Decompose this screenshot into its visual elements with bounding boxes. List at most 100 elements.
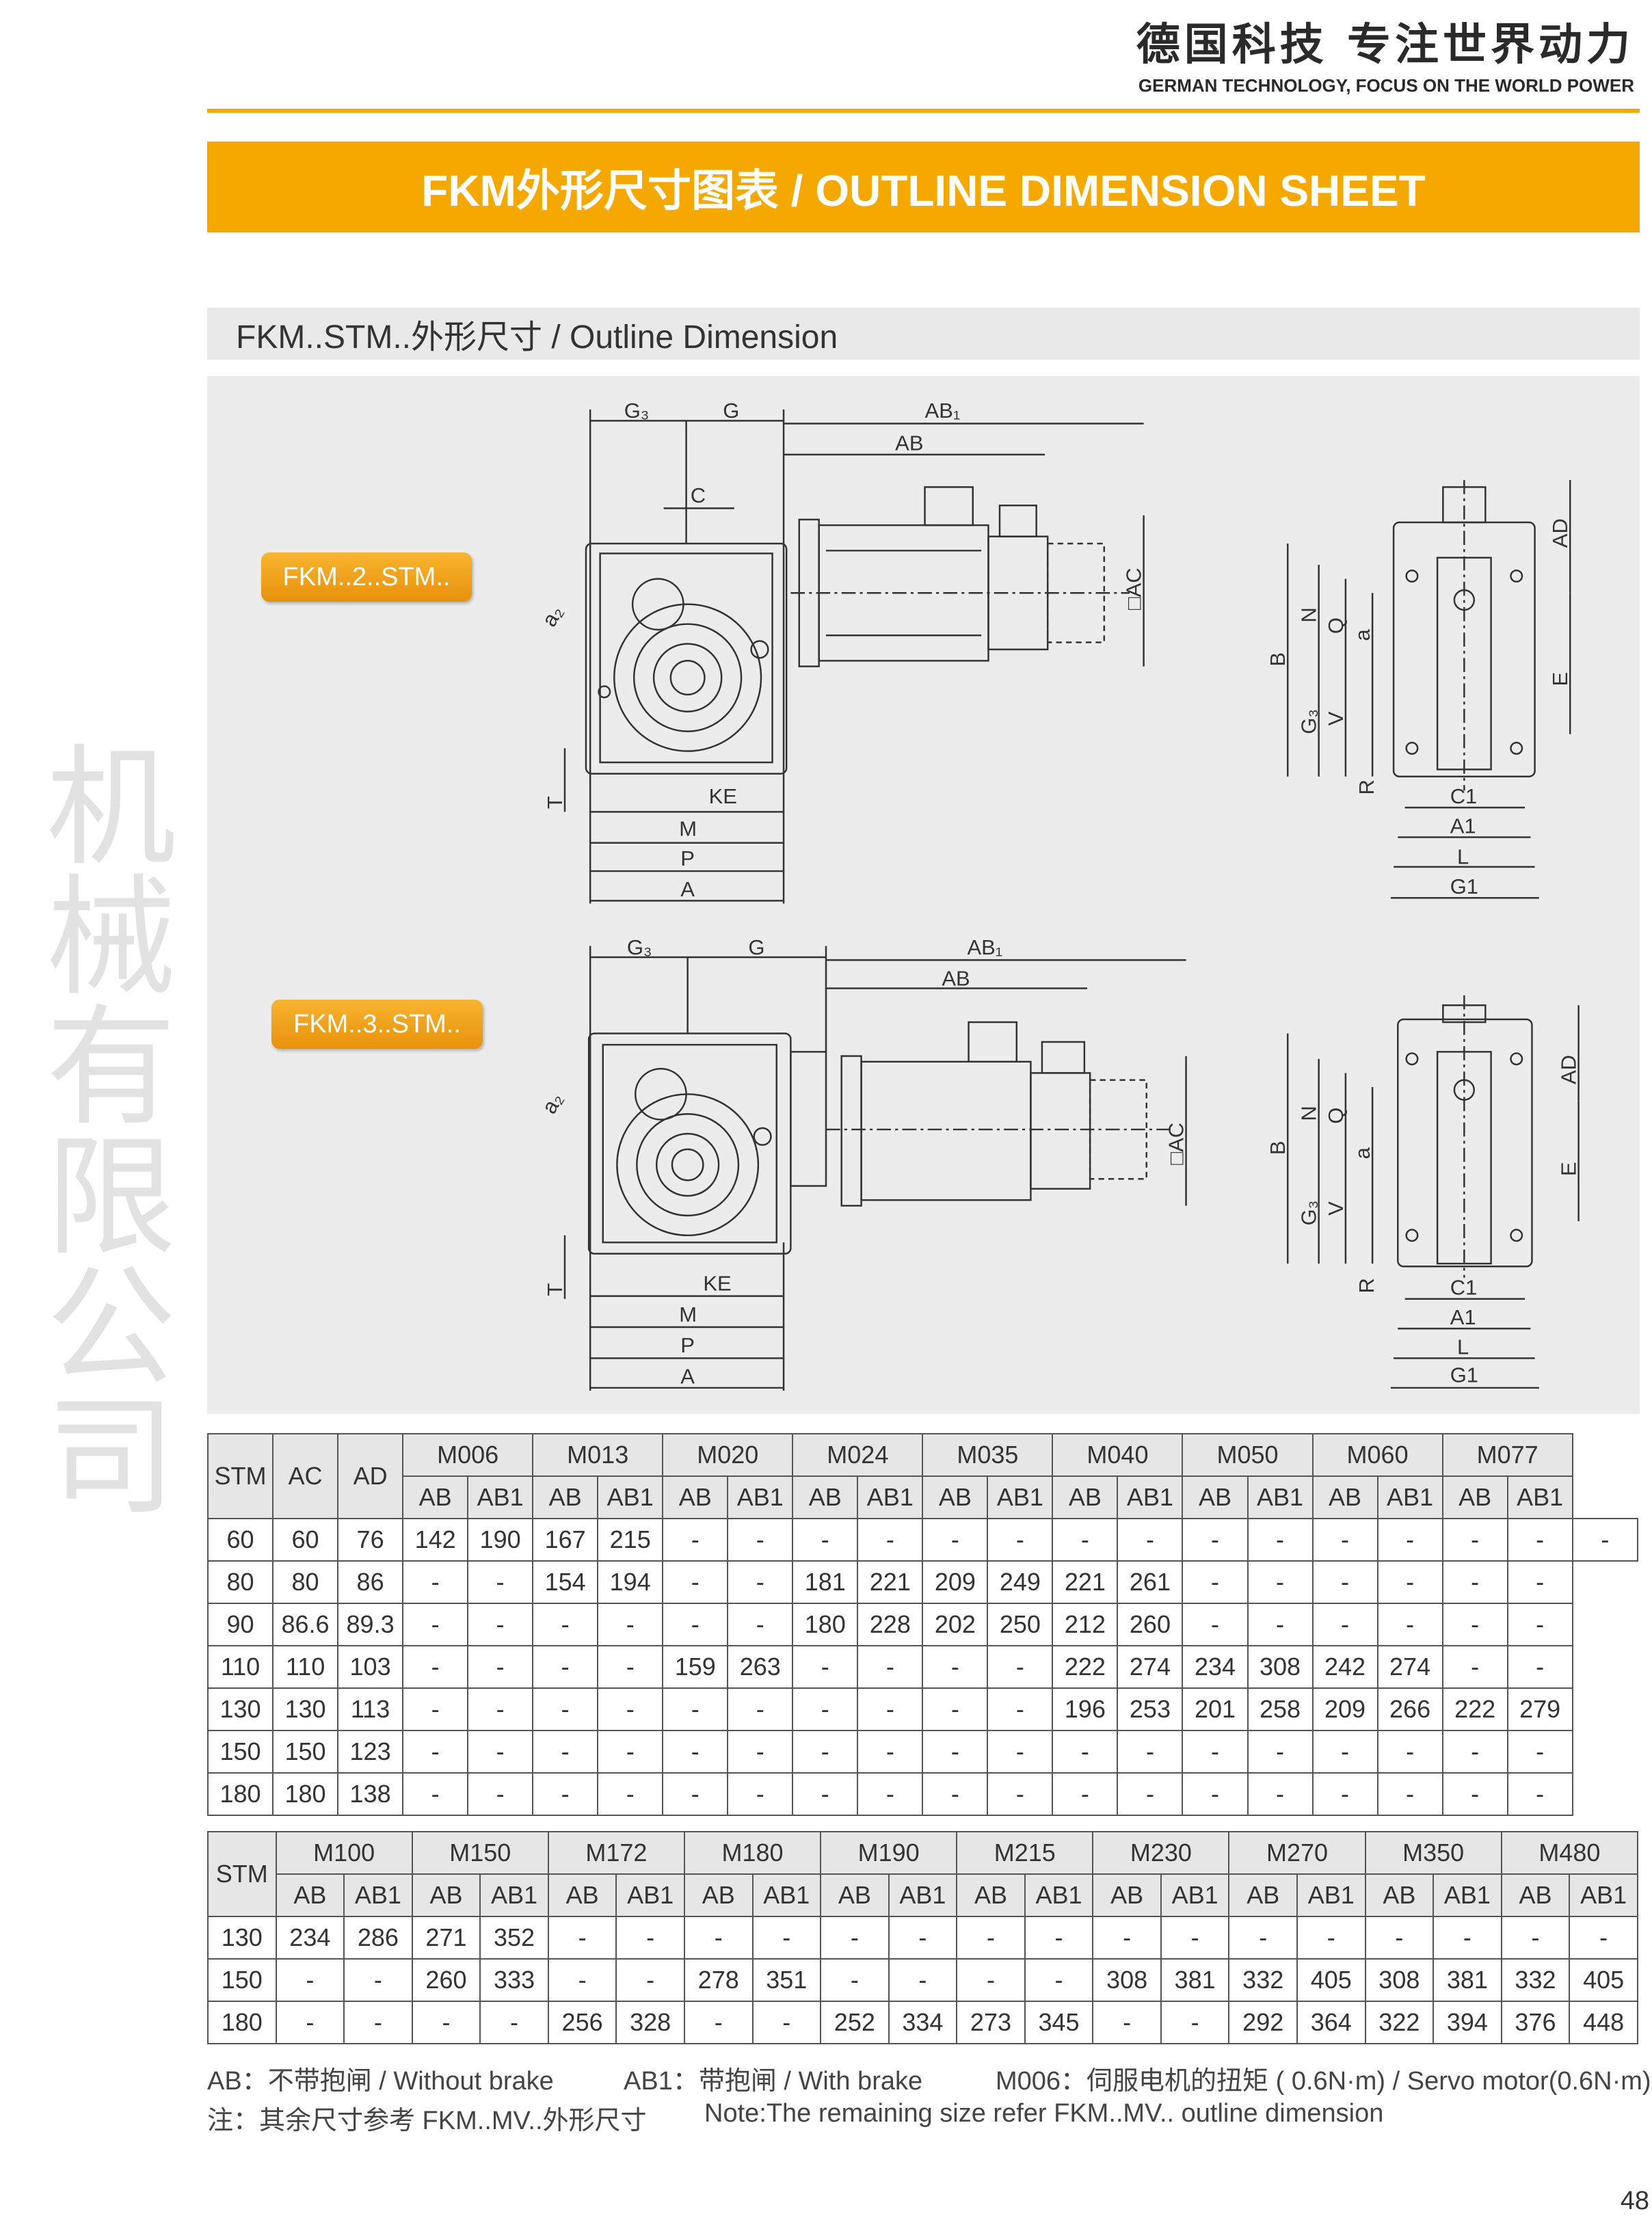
model-tag-fkm2: FKM..2..STM.. <box>261 552 472 602</box>
table-cell: - <box>1376 1603 1443 1646</box>
table-cell: - <box>1182 1560 1249 1604</box>
table-cell: 308 <box>1364 1958 1435 2002</box>
sub-header: AB1 <box>857 1475 924 1519</box>
table-cell: - <box>662 1560 729 1604</box>
column-header: STM <box>207 1831 277 1917</box>
column-header: AC <box>272 1433 339 1519</box>
table-cell: 150 <box>207 1958 277 2002</box>
table-cell: - <box>411 2001 481 2044</box>
table-cell: - <box>820 1958 890 2002</box>
table-cell: - <box>820 1916 890 1960</box>
table-cell: - <box>402 1603 469 1646</box>
sub-header: AB1 <box>343 1873 413 1917</box>
table-cell: 271 <box>411 1916 481 1960</box>
table-cell: 154 <box>532 1560 599 1604</box>
table-cell: - <box>727 1730 794 1774</box>
table-cell: 194 <box>597 1560 664 1604</box>
motor-group-header: M040 <box>1052 1433 1184 1477</box>
table-cell: - <box>1441 1603 1508 1646</box>
table-cell: - <box>1569 1916 1638 1960</box>
table-cell: 167 <box>532 1518 599 1562</box>
table-cell: 150 <box>272 1730 339 1774</box>
table-cell: - <box>1506 1518 1573 1562</box>
table-cell: - <box>1024 1958 1094 2002</box>
table-cell: 333 <box>479 1958 549 2002</box>
table-cell: - <box>1311 1730 1378 1774</box>
table-cell: 261 <box>1117 1560 1184 1604</box>
note-chinese: 注：其余尺寸参考 FKM..MV..外形尺寸 <box>207 2107 647 2135</box>
table-cell: 286 <box>343 1916 413 1960</box>
table-cell: - <box>727 1560 794 1604</box>
table-cell: 352 <box>479 1916 549 1960</box>
sub-header: AB1 <box>1160 1873 1230 1917</box>
table-cell: - <box>343 1958 413 2002</box>
table-cell: 228 <box>857 1603 924 1646</box>
page-title: FKM外形尺寸图表 / OUTLINE DIMENSION SHEET <box>207 142 1640 232</box>
table-cell: 130 <box>207 1916 277 1960</box>
table-cell: 260 <box>411 1958 481 2002</box>
page-number: 48 <box>1620 2187 1649 2215</box>
table-cell: 180 <box>272 1772 339 1816</box>
table-cell: - <box>1052 1518 1119 1562</box>
table-cell: - <box>1052 1772 1119 1816</box>
table-cell: - <box>532 1772 599 1816</box>
table-cell: - <box>792 1687 859 1731</box>
sub-header: AB1 <box>751 1873 822 1917</box>
table-cell: 273 <box>956 2001 1026 2044</box>
table-cell: - <box>922 1645 989 1689</box>
table-cell: 130 <box>272 1687 339 1731</box>
header-divider <box>207 109 1640 113</box>
table-cell: 209 <box>922 1560 989 1604</box>
table-cell: - <box>275 1958 345 2002</box>
motor-group-header: M020 <box>662 1433 794 1477</box>
note-m006: M006：伺服电机的扭矩 ( 0.6N·m) / Servo motor(0.6… <box>996 2067 1651 2096</box>
sub-header: AB1 <box>1376 1475 1443 1519</box>
table-cell: - <box>1311 1772 1378 1816</box>
table-cell: - <box>1441 1645 1508 1689</box>
sub-header: AB <box>1092 1873 1162 1917</box>
section-title: FKM..STM..外形尺寸 / Outline Dimension <box>207 308 1640 360</box>
table-cell: - <box>402 1687 469 1731</box>
table-cell: - <box>857 1772 924 1816</box>
table-cell: - <box>597 1645 664 1689</box>
table-cell: - <box>1182 1772 1249 1816</box>
sub-header: AB <box>792 1475 859 1519</box>
sub-header: AB <box>1441 1475 1508 1519</box>
table-cell: 250 <box>987 1603 1054 1646</box>
column-header: STM <box>206 1433 274 1519</box>
drawing-panel <box>207 376 1640 1414</box>
model-tag-fkm3: FKM..3..STM.. <box>271 1000 483 1049</box>
table-cell: - <box>987 1518 1054 1562</box>
table-cell: - <box>987 1645 1054 1689</box>
table-cell: - <box>1433 1916 1502 1960</box>
sub-header: AB1 <box>467 1475 534 1519</box>
sub-header: AB <box>402 1475 469 1519</box>
sub-header: AB <box>1228 1873 1298 1917</box>
table-cell: 448 <box>1569 2001 1638 2044</box>
table-cell: - <box>467 1772 534 1816</box>
table-cell: - <box>467 1645 534 1689</box>
table-cell: 405 <box>1569 1958 1638 2002</box>
motor-group-header: M350 <box>1364 1831 1502 1875</box>
table-cell: - <box>1364 1916 1435 1960</box>
table-cell: 242 <box>1311 1645 1378 1689</box>
table-cell: 110 <box>272 1645 339 1689</box>
table-cell: 86.6 <box>272 1603 339 1646</box>
table-cell: 222 <box>1441 1687 1508 1731</box>
table-cell: - <box>1376 1730 1443 1774</box>
table-cell: 180 <box>792 1603 859 1646</box>
table-cell: 150 <box>206 1730 274 1774</box>
table-cell: - <box>1247 1730 1314 1774</box>
table-cell: - <box>1506 1772 1573 1816</box>
table-cell: - <box>792 1645 859 1689</box>
table-cell: 256 <box>547 2001 617 2044</box>
table-cell: - <box>888 1916 958 1960</box>
table-cell: - <box>956 1958 1026 2002</box>
table-cell: - <box>662 1687 729 1731</box>
table-cell: 328 <box>615 2001 685 2044</box>
table-cell: - <box>467 1687 534 1731</box>
table-cell: 221 <box>857 1560 924 1604</box>
